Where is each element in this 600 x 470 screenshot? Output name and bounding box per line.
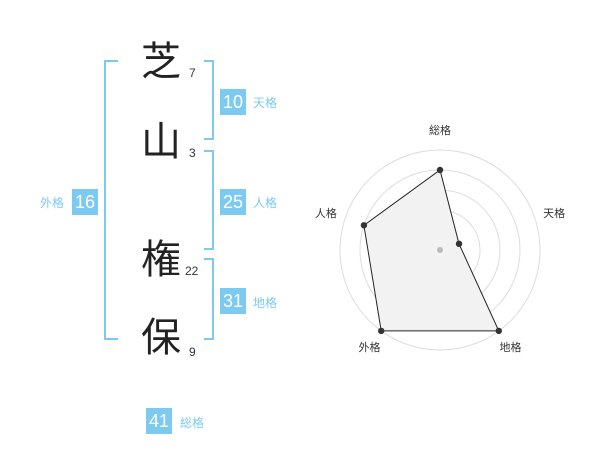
- jinkaku-bracket: [204, 150, 214, 250]
- gaikaku-label: 外格: [40, 196, 65, 210]
- name-char-4: 保: [141, 315, 181, 361]
- radar-axis-label-4: 外格: [359, 340, 381, 354]
- stroke-count-4: 9: [189, 345, 196, 359]
- soukaku-value-badge: 41: [146, 408, 173, 434]
- tenkaku-bracket: [204, 60, 214, 140]
- radar-point-1: [436, 166, 444, 174]
- tenkaku-value-badge: 10: [220, 89, 247, 115]
- radar-center-dot: [437, 247, 443, 253]
- radar-axis-label-5: 人格: [315, 206, 337, 220]
- radar-area: [363, 169, 500, 332]
- stroke-count-3: 22: [185, 264, 199, 278]
- radar-axis-label-2: 天格: [543, 206, 565, 220]
- radar-point-2: [455, 240, 463, 248]
- name-char-3: 権: [141, 237, 181, 283]
- chikaku-label: 地格: [253, 296, 278, 310]
- radar-points: [360, 166, 502, 335]
- chikaku-bracket: [204, 258, 214, 340]
- gaikaku-bracket: [104, 60, 118, 340]
- tenkaku-label: 天格: [253, 96, 278, 110]
- radar-axis-label-3: 地格: [500, 340, 522, 354]
- radar-ring: [339, 149, 541, 351]
- soukaku-label: 総格: [180, 416, 205, 430]
- jinkaku-value-badge: 25: [220, 189, 247, 215]
- jinkaku-label: 人格: [253, 196, 278, 210]
- name-char-1: 芝: [141, 39, 181, 85]
- chikaku-value-badge: 31: [220, 288, 247, 314]
- radar-axis-label-1: 総格: [429, 123, 451, 137]
- stroke-count-2: 3: [189, 146, 196, 160]
- radar-point-4: [378, 327, 385, 335]
- radar-point-5: [360, 222, 368, 229]
- radar-point-3: [495, 327, 502, 335]
- gaikaku-value-badge: 16: [72, 189, 99, 215]
- name-char-2: 山: [141, 119, 181, 165]
- stroke-count-1: 7: [189, 66, 196, 80]
